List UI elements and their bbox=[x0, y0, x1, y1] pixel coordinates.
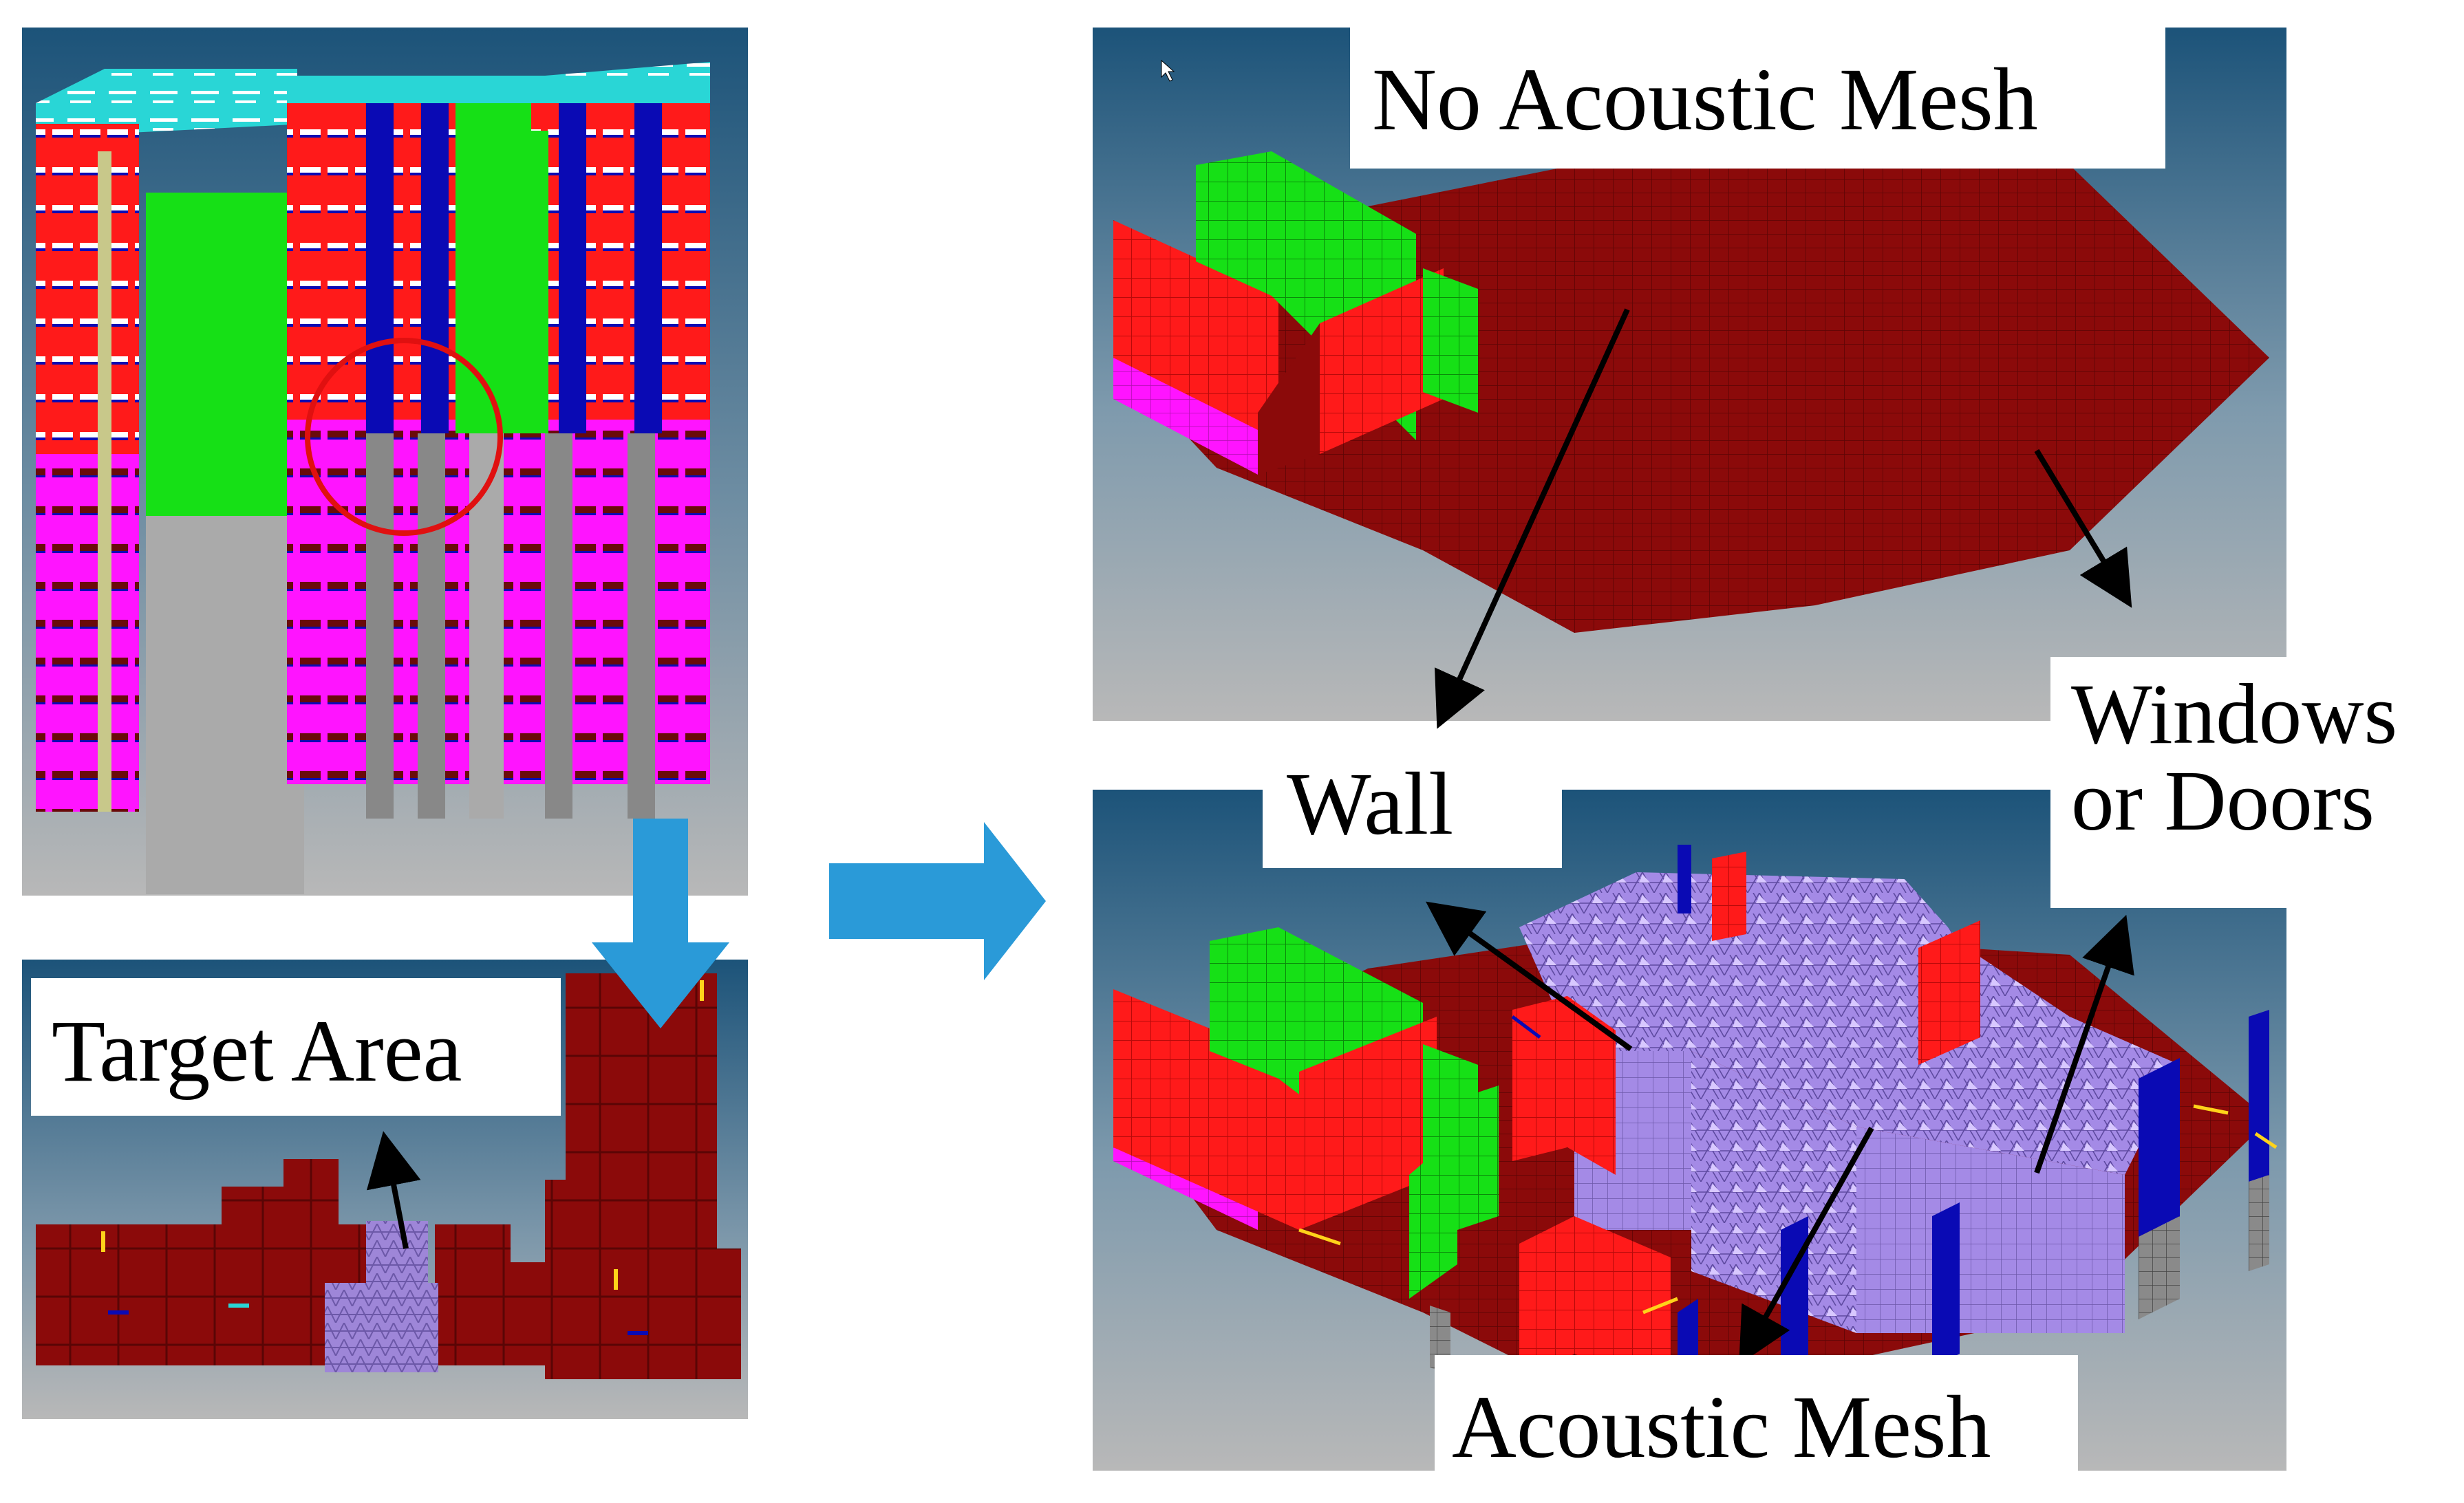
mouse-cursor-icon bbox=[1161, 59, 1175, 82]
no-mesh-model-panel: ="" points="470,560 540,500 540,690 470,… bbox=[1093, 28, 2286, 721]
target-area-label: Target Area bbox=[31, 978, 561, 1116]
windows-label-line2: or Doors bbox=[2050, 753, 2460, 908]
right-arrow-icon bbox=[829, 822, 1046, 980]
building-model-image bbox=[22, 28, 748, 896]
windows-label-line1: Windows bbox=[2050, 657, 2460, 758]
wall-label: Wall bbox=[1263, 731, 1562, 868]
highlight-circle bbox=[305, 338, 503, 536]
no-mesh-label: No Acoustic Mesh bbox=[1350, 28, 2165, 169]
acoustic-mesh-label: Acoustic Mesh bbox=[1435, 1355, 2078, 1486]
building-model-panel bbox=[22, 28, 748, 896]
no-mesh-model-image: ="" points="470,560 540,500 540,690 470,… bbox=[1093, 28, 2286, 721]
